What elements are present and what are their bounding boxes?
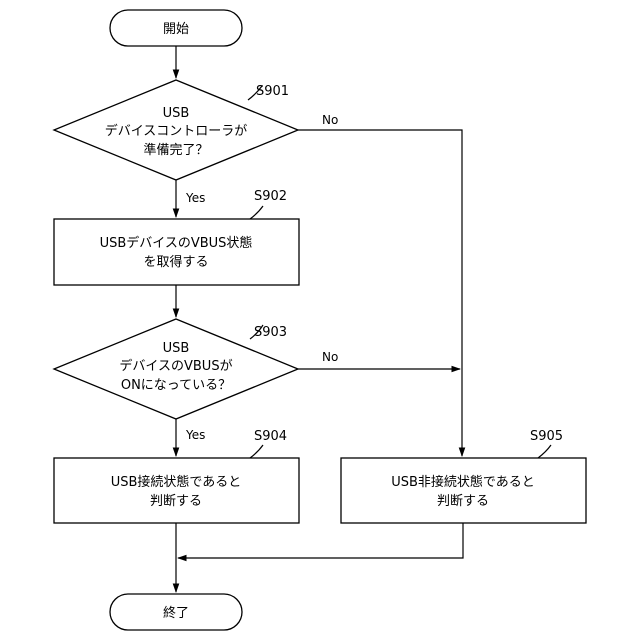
s901-no-label: No bbox=[322, 113, 338, 127]
s904-text-line2: 判断する bbox=[150, 494, 202, 509]
s904-step-label: S904 bbox=[254, 429, 287, 444]
s902-text-line1: USBデバイスのVBUS状態 bbox=[100, 235, 253, 251]
process-s904: USB接続状態であると 判断する bbox=[54, 458, 299, 523]
s902-text-line2: を取得する bbox=[143, 254, 208, 270]
s901-text-line1: USB bbox=[163, 106, 190, 121]
s903-text-line1: USB bbox=[163, 341, 190, 356]
s905-text-line2: 判断する bbox=[437, 494, 489, 509]
s902-label-leader bbox=[250, 206, 263, 219]
s903-text-line2: デバイスのVBUSが bbox=[119, 358, 232, 374]
s902-step-label: S902 bbox=[254, 189, 287, 204]
start-label: 開始 bbox=[163, 22, 189, 37]
end-terminal: 終了 bbox=[110, 594, 242, 630]
s903-yes-label: Yes bbox=[185, 428, 205, 442]
s903-no-label: No bbox=[322, 350, 338, 364]
s903-text-line3: ONになっている？ bbox=[121, 378, 231, 393]
s901-text-line2: デバイスコントローラが bbox=[105, 123, 248, 139]
start-terminal: 開始 bbox=[110, 10, 242, 46]
s904-label-leader bbox=[250, 445, 263, 458]
process-s902: USBデバイスのVBUS状態 を取得する bbox=[54, 219, 299, 285]
edge-s905-to-merge bbox=[178, 523, 463, 558]
s901-text-line3: 準備完了？ bbox=[143, 142, 208, 158]
s905-step-label: S905 bbox=[530, 429, 563, 444]
s901-step-label: S901 bbox=[256, 84, 289, 99]
process-s905: USB非接続状態であると 判断する bbox=[341, 458, 586, 523]
end-label: 終了 bbox=[163, 605, 189, 621]
s905-label-leader bbox=[538, 445, 551, 458]
s905-text-line1: USB非接続状態であると bbox=[391, 474, 535, 490]
s901-yes-label: Yes bbox=[185, 191, 205, 205]
s903-step-label: S903 bbox=[254, 325, 287, 340]
s904-text-line1: USB接続状態であると bbox=[111, 474, 242, 490]
edge-s901-no bbox=[298, 130, 462, 456]
